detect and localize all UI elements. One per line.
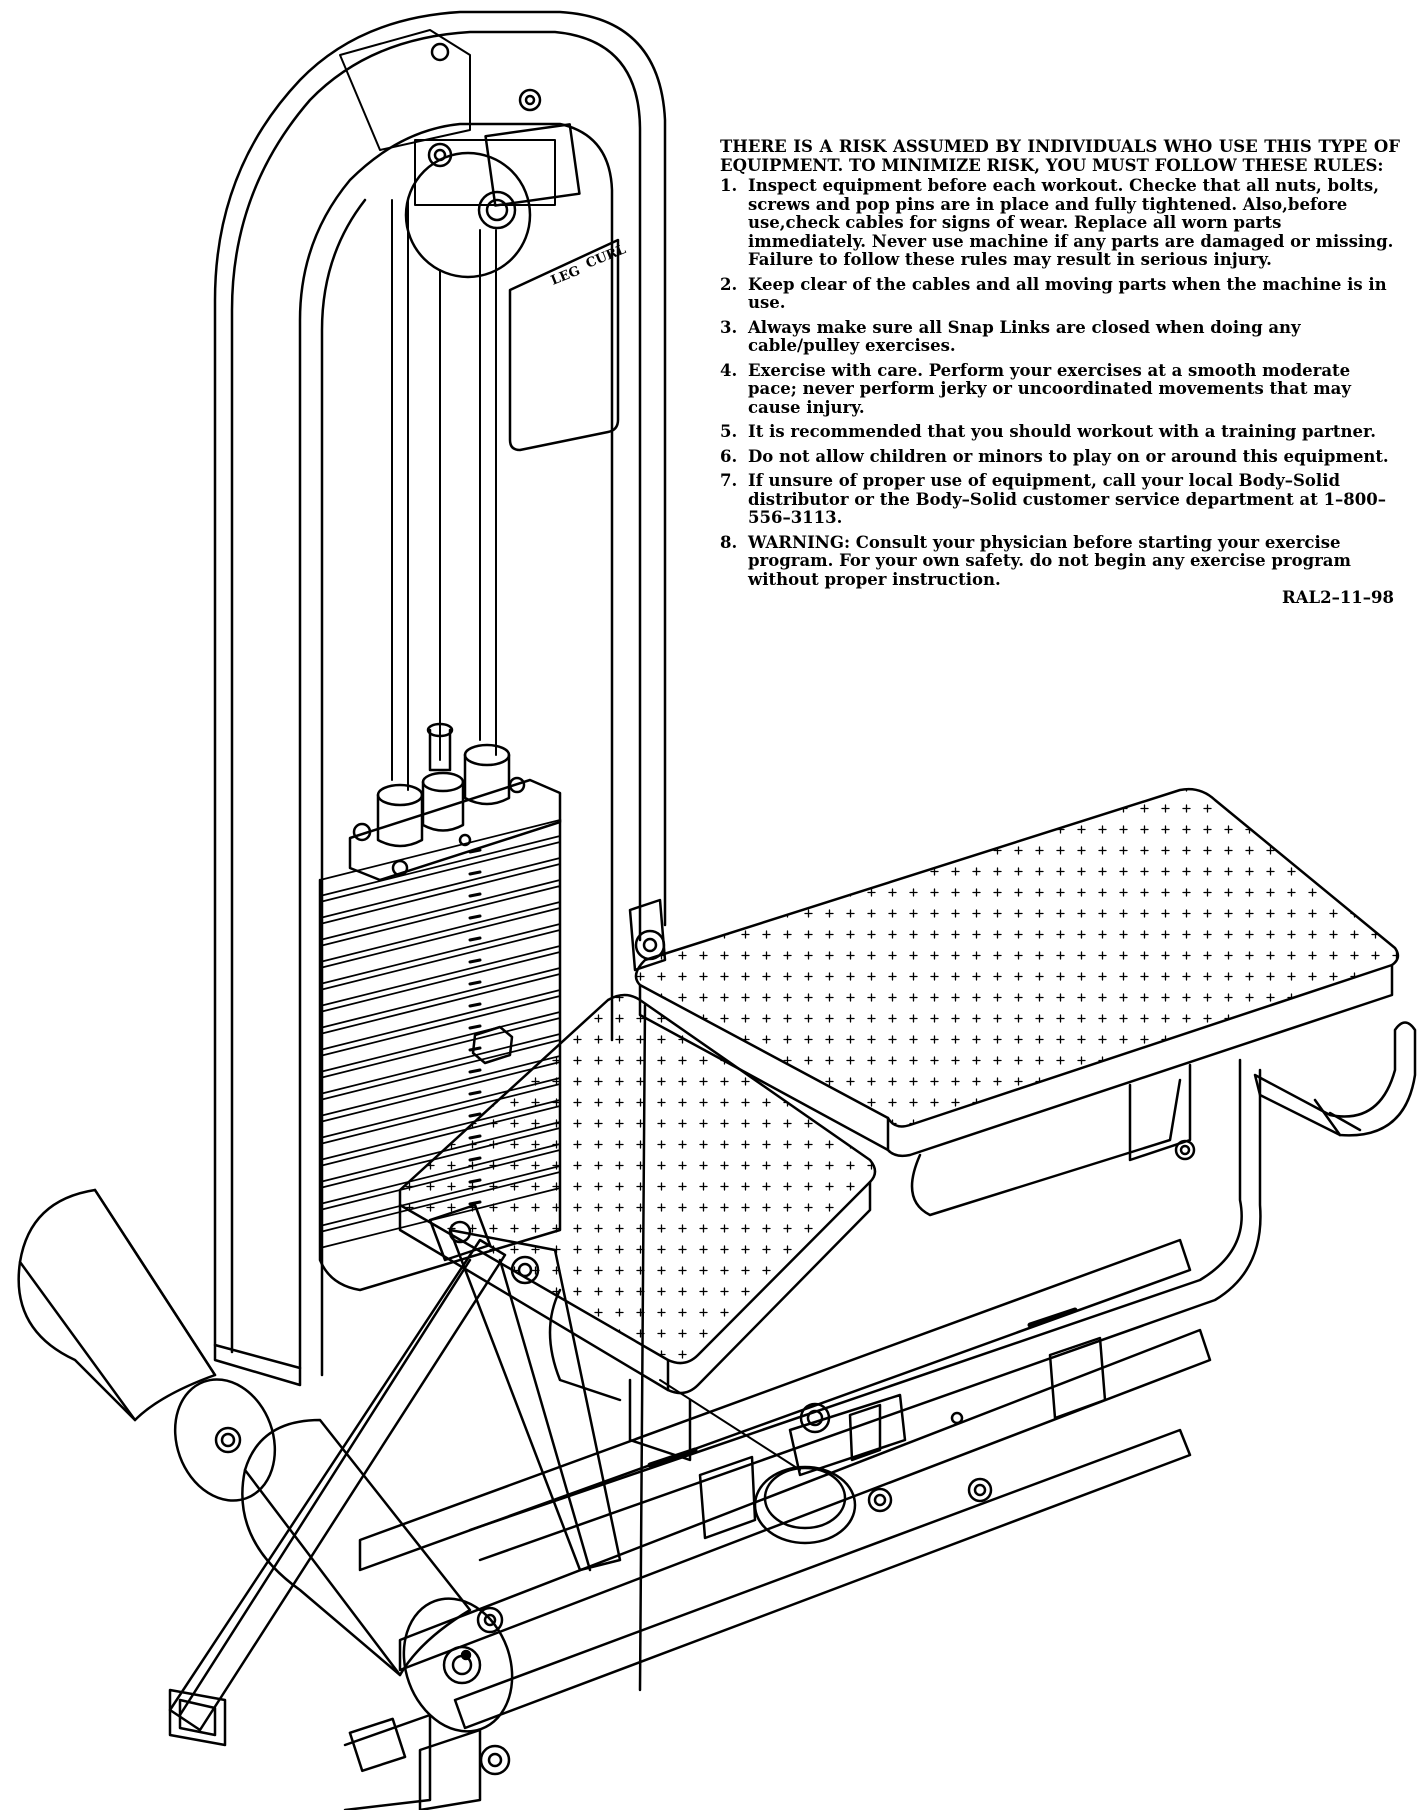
weight-plate [319,995,561,1073]
warning-rule: 1. Inspect equipment before each workout.… [720,176,1400,270]
warning-rule: 4. Exercise with care. Perform your exerc… [720,360,1400,418]
weight-plate [319,885,561,963]
rule-text: If unsure of proper use of equipment, ca… [748,471,1386,527]
rule-number: 7. [720,471,738,490]
back-pad-support [910,1063,1192,1217]
warning-rules-list: 1. Inspect equipment before each workout.… [720,176,1400,590]
selector-hole [468,870,482,876]
selector-hole [468,980,482,986]
weight-plate [319,929,561,1007]
warning-rule: 7. If unsure of proper use of equipment, … [720,471,1400,528]
rule-text: WARNING: Consult your physician before s… [748,532,1351,589]
hand-grip [1253,1021,1417,1137]
lever-arm [168,1203,622,1810]
upright-frame [213,10,667,1387]
rule-text: Always make sure all Snap Links are clos… [748,317,1301,355]
rule-text: Inspect equipment before each workout. C… [748,176,1394,269]
weight-plate [319,863,561,941]
weight-plate [319,951,561,1029]
rule-number: 2. [720,274,738,294]
rule-text: It is recommended that you should workou… [748,422,1376,441]
roller-pad-lower [241,1418,514,1733]
selector-hole [468,914,482,920]
weight-plate [319,907,561,985]
rule-number: 3. [720,317,738,337]
document-code: RAL2–11–98 [1281,588,1394,607]
rule-number: 1. [720,176,738,195]
guide-rods [391,199,497,791]
frame-bolts [628,898,1196,1161]
selector-hole [468,1112,482,1118]
warning-rule: 8. WARNING: Consult your physician before… [720,532,1400,590]
selector-pin [471,1025,514,1065]
rule-number: 6. [720,446,738,466]
selector-hole [468,1002,482,1008]
selector-hole [468,1024,482,1030]
weight-plate [319,973,561,1051]
top-pulley-assembly [339,29,581,279]
selector-hole [468,936,482,942]
selector-hole [468,892,482,898]
weight-plate [319,841,561,919]
weight-stack-outline [318,818,562,1292]
leg-curl-decal: LEG CURL [508,238,628,452]
selector-hole [468,848,482,854]
safety-warning-block: THERE IS A RISK ASSUMED BY INDIVIDUALS W… [720,137,1400,606]
selector-hole [468,1046,482,1052]
selector-hole [468,958,482,964]
rule-text: Exercise with care. Perform your exercis… [748,360,1351,417]
selector-hole [468,1090,482,1096]
back-pad [634,787,1400,1158]
rule-number: 8. [720,532,738,552]
rule-number: 4. [720,360,738,380]
selector-stem [376,722,511,848]
warning-rule: 3. Always make sure all Snap Links are cl… [720,317,1400,356]
roller-pad-upper [17,1188,277,1502]
selector-hole [468,1068,482,1074]
warning-rule: 5. It is recommended that you should work… [720,422,1400,442]
rule-number: 5. [720,422,738,441]
warning-rule: 2. Keep clear of the cables and all movin… [720,274,1400,313]
warning-rule: 6. Do not allow children or minors to pla… [720,446,1400,467]
decal-label-leg: LEG [549,264,583,289]
warning-header: THERE IS A RISK ASSUMED BY INDIVIDUALS W… [720,137,1400,175]
rule-text: Do not allow children or minors to play … [748,446,1389,466]
lower-pulley [659,1379,907,1545]
rule-text: Keep clear of the cables and all moving … [748,274,1387,312]
